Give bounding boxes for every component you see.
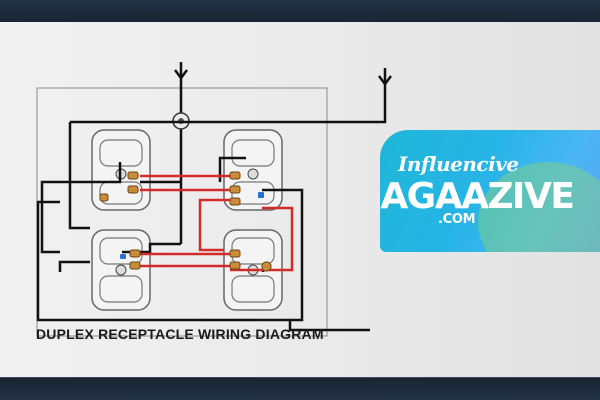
ground-arrow-icon — [378, 68, 392, 118]
diagram-caption: DUPLEX RECEPTACLE WIRING DIAGRAM — [36, 326, 324, 342]
watermark-line2: MAGAAZIVE — [380, 176, 575, 217]
terminal-screws — [99, 171, 272, 272]
supply-wire-top — [70, 118, 387, 124]
wiring-diagram — [36, 62, 392, 337]
receptacle-bottom-left — [91, 229, 151, 311]
watermark-line1: Influencive — [398, 152, 519, 176]
ground-arrow-icon — [174, 62, 188, 244]
neutral-wires — [36, 122, 370, 332]
top-frame-bar — [0, 0, 600, 23]
watermark-line3: .COM — [438, 212, 476, 227]
bottom-frame-bar — [0, 377, 600, 400]
hot-wires — [140, 174, 294, 272]
wire-nut-marks — [120, 192, 264, 259]
diagram-canvas: DUPLEX RECEPTACLE WIRING DIAGRAM Influen… — [0, 22, 600, 378]
watermark-logo: Influencive MAGAAZIVE .COM — [380, 130, 600, 252]
